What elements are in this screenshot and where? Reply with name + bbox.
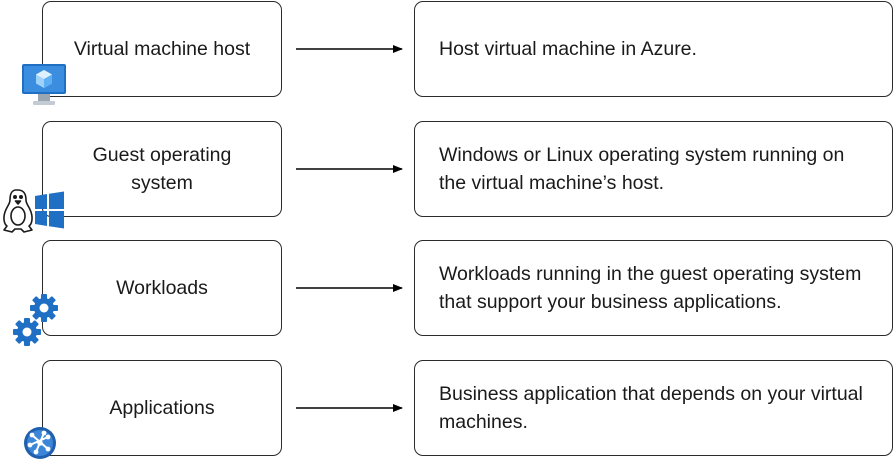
layer-label: Virtual machine host	[73, 38, 251, 60]
linux-penguin-icon	[3, 189, 33, 233]
description-box-guest-os: Windows or Linux operating system runnin…	[414, 121, 893, 217]
azure-vm-monitor-icon	[22, 64, 66, 105]
gears-icon	[13, 294, 58, 346]
windows-logo-icon	[35, 191, 64, 229]
description-text: Host virtual machine in Azure.	[439, 38, 697, 60]
description-text: Windows or Linux operating system runnin…	[439, 144, 845, 194]
description-box-vm-host: Host virtual machine in Azure.	[414, 1, 893, 97]
description-box-applications: Business application that depends on you…	[414, 360, 893, 456]
layer-label: Workloads	[116, 277, 208, 299]
description-box-workloads: Workloads running in the guest operating…	[414, 240, 893, 336]
layer-box-applications: Applications	[42, 360, 282, 456]
description-text: Business application that depends on you…	[439, 383, 863, 433]
application-network-icon	[24, 427, 56, 459]
layer-box-guest-os: Guest operating system	[42, 121, 282, 217]
layer-label: Guest operating system	[92, 144, 232, 194]
layer-box-workloads: Workloads	[42, 240, 282, 336]
layer-box-vm-host: Virtual machine host	[42, 1, 282, 97]
description-text: Workloads running in the guest operating…	[439, 263, 862, 313]
layer-label: Applications	[109, 397, 215, 419]
linux-windows-icon	[3, 189, 64, 233]
